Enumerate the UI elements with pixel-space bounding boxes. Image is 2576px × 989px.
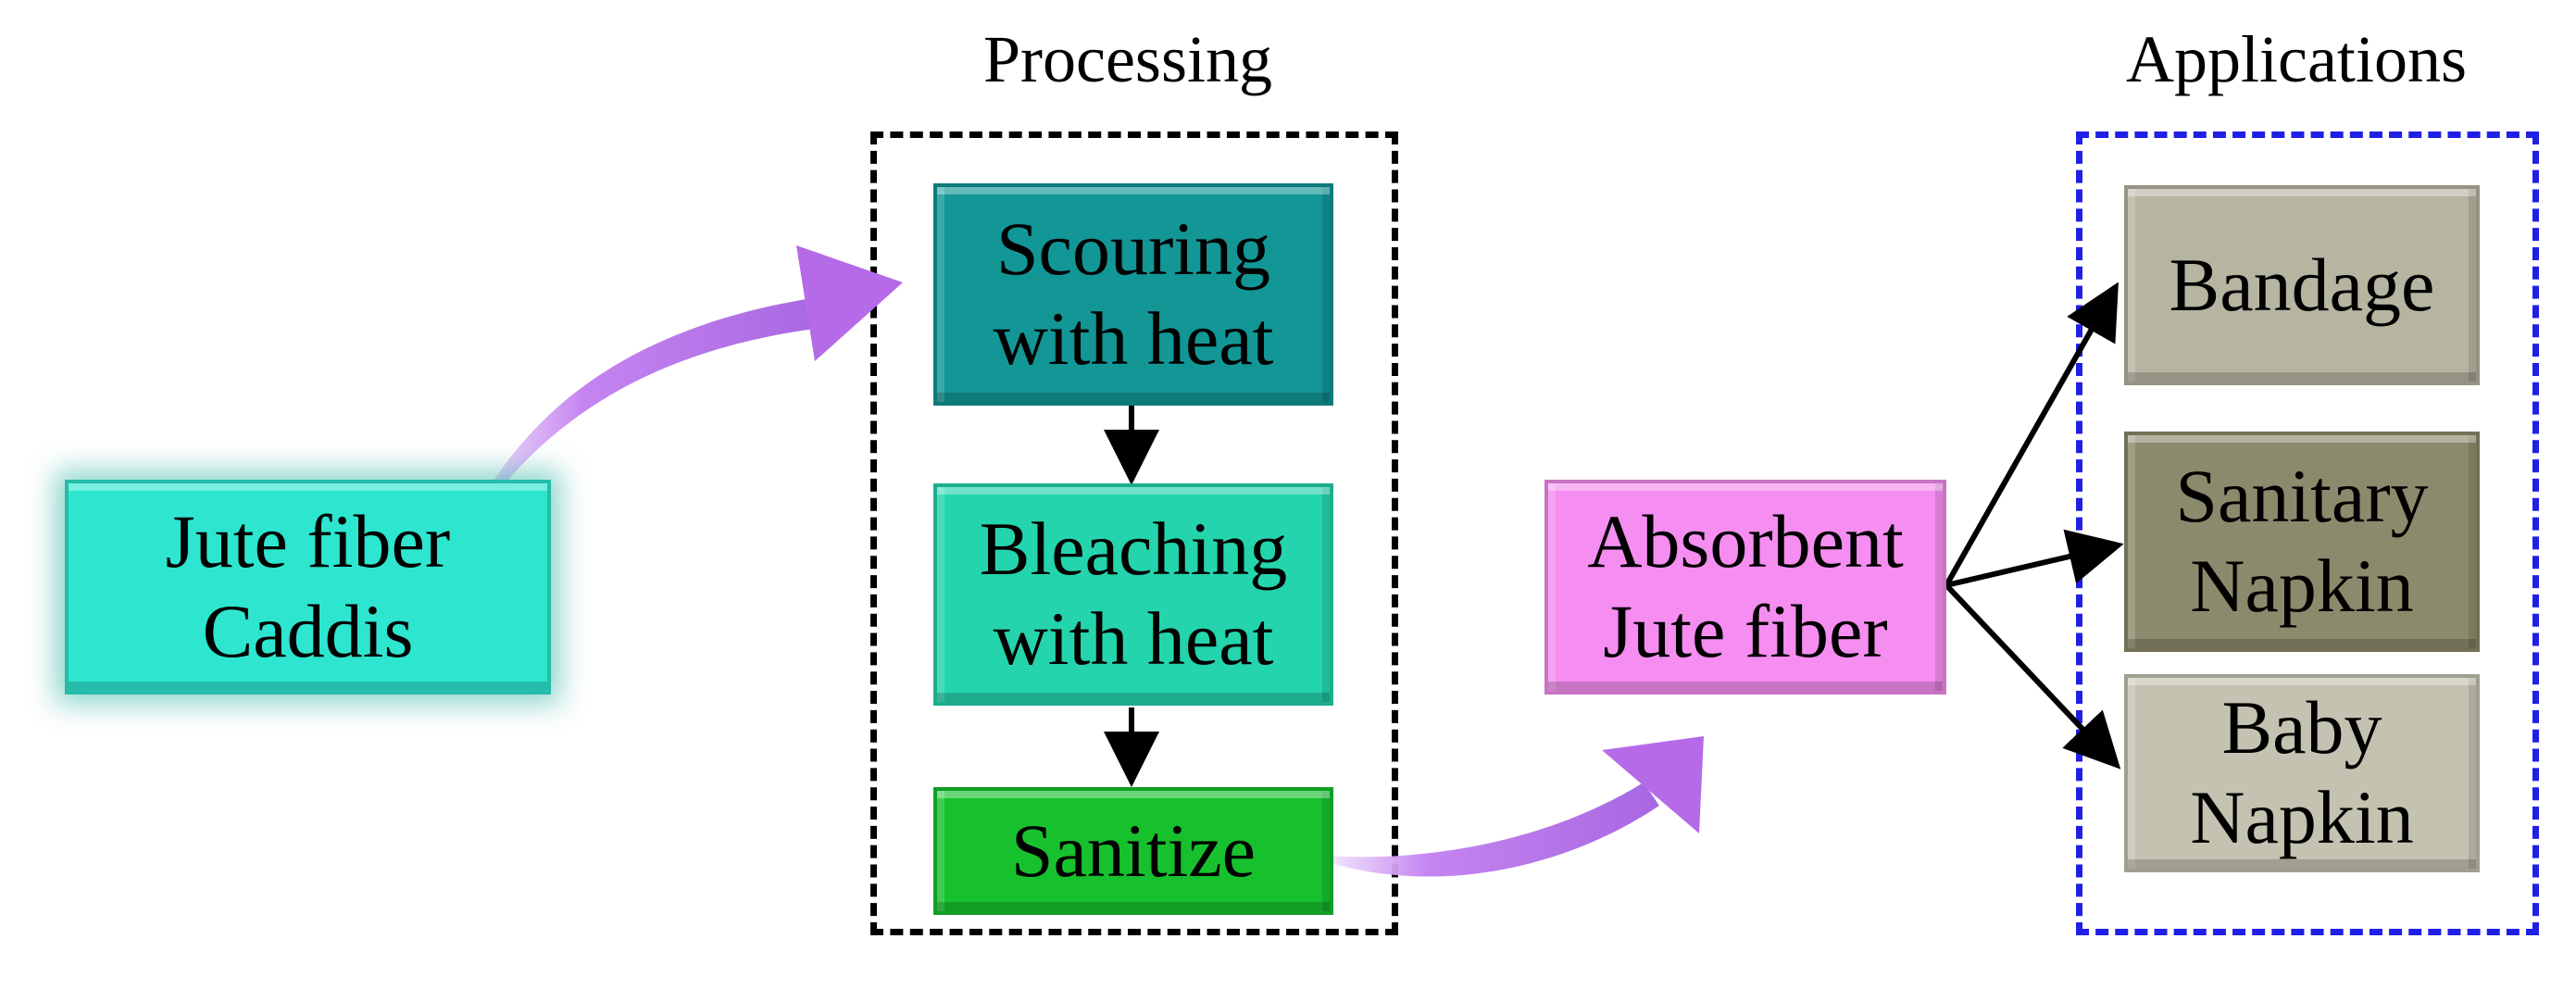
- source-line2: Caddis: [202, 589, 414, 673]
- source-jute-fiber-caddis-box: Jute fiber Caddis: [65, 480, 551, 695]
- product-line1: Absorbent: [1587, 499, 1904, 584]
- baby-napkin-box: Baby Napkin: [2124, 674, 2480, 872]
- sanitary-line1: Sanitary: [2175, 454, 2429, 539]
- bleaching-line1: Bleaching: [979, 507, 1288, 592]
- applications-heading: Applications: [2126, 22, 2467, 96]
- sanitary-napkin-box: Sanitary Napkin: [2124, 432, 2480, 652]
- baby-line2: Napkin: [2190, 775, 2414, 859]
- bleaching-step-box: Bleaching with heat: [933, 483, 1333, 706]
- product-line2: Jute fiber: [1603, 589, 1888, 673]
- scouring-line2: with heat: [993, 296, 1274, 381]
- sanitize-label: Sanitize: [1010, 807, 1257, 893]
- absorbent-jute-fiber-box: Absorbent Jute fiber: [1544, 480, 1946, 695]
- bandage-label: Bandage: [2169, 242, 2435, 327]
- curved-arrow-to-product: [1304, 736, 1704, 877]
- baby-line1: Baby: [2221, 685, 2382, 770]
- sanitary-line2: Napkin: [2190, 544, 2414, 628]
- processing-frame: [870, 131, 1398, 935]
- processing-heading: Processing: [983, 22, 1272, 96]
- arrow-to-baby-napkin: [1944, 582, 2121, 770]
- scouring-step-box: Scouring with heat: [933, 183, 1333, 406]
- bleaching-line2: with heat: [993, 596, 1274, 681]
- bandage-box: Bandage: [2124, 185, 2480, 385]
- arrow-to-sanitary-napkin: [1945, 529, 2124, 588]
- sanitize-step-box: Sanitize: [933, 787, 1333, 915]
- scouring-line1: Scouring: [995, 207, 1271, 292]
- arrow-to-bandage: [1944, 282, 2119, 587]
- curved-arrow-to-processing: [454, 245, 903, 556]
- source-line1: Jute fiber: [165, 499, 451, 584]
